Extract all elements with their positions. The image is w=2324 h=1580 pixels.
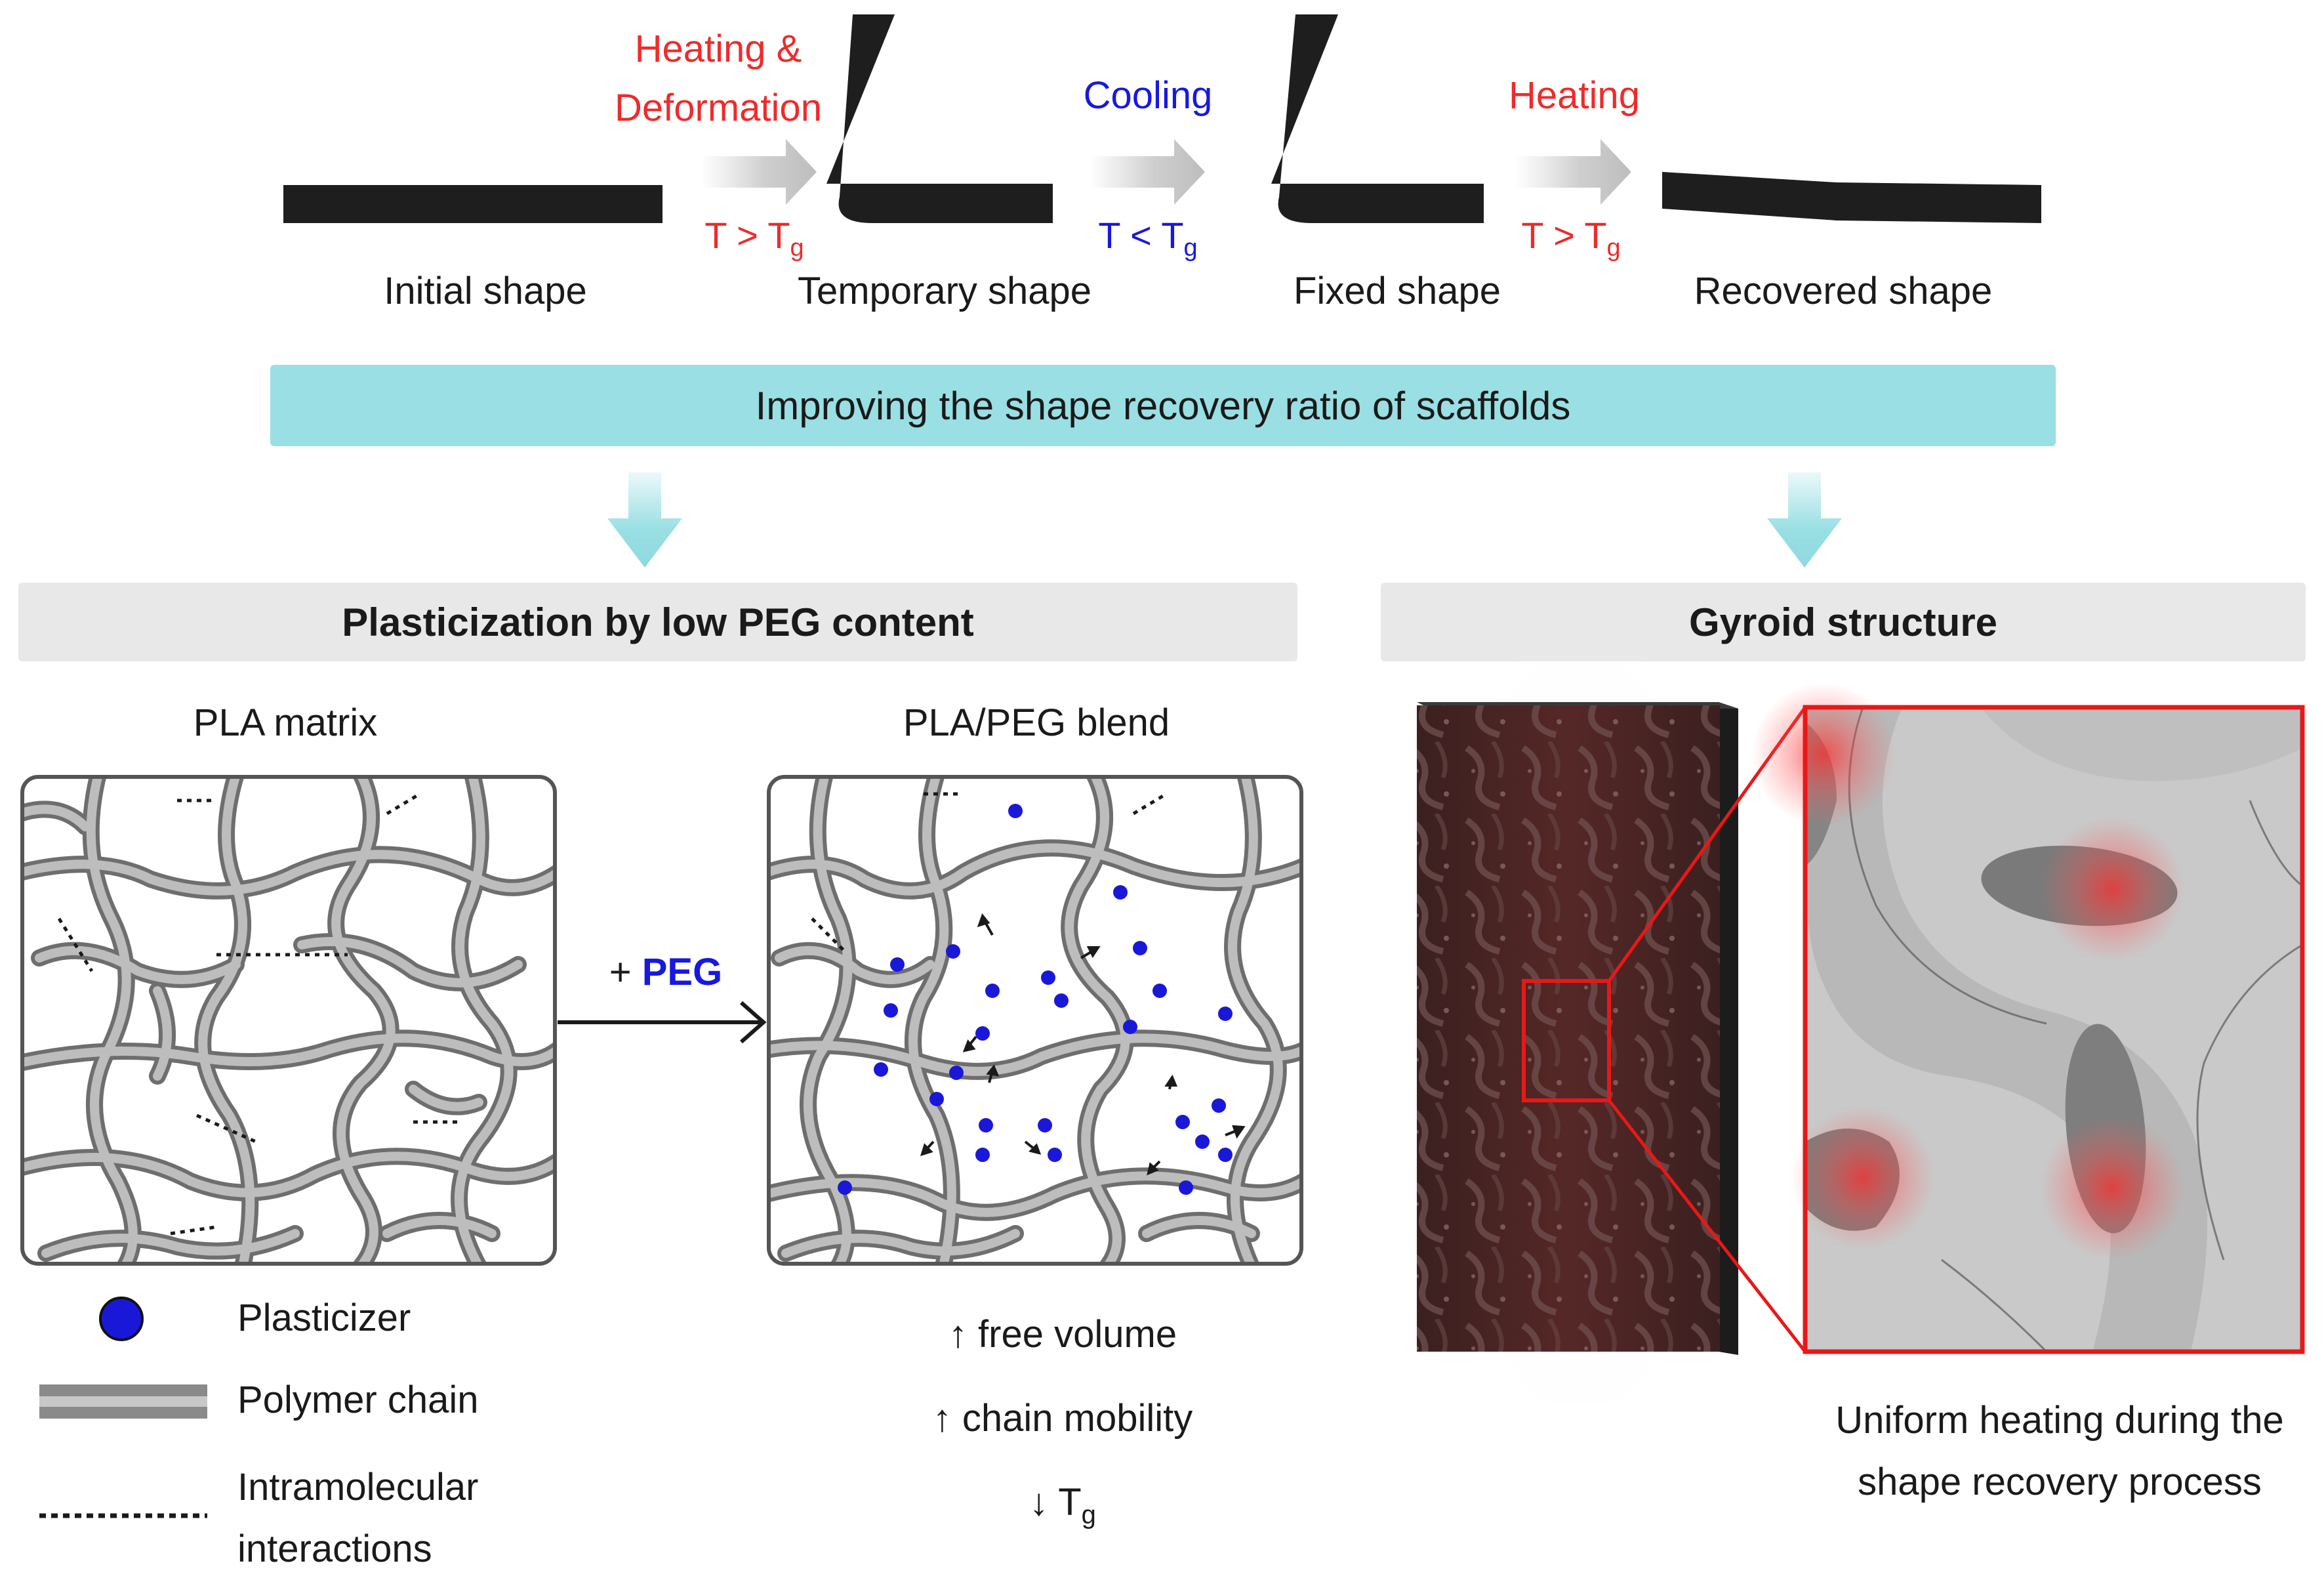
polymer-chain-icon bbox=[39, 1384, 207, 1419]
goal-banner: Improving the shape recovery ratio of sc… bbox=[270, 365, 2056, 446]
section-bar-gyroid: Gyroid structure bbox=[1381, 583, 2306, 661]
process-arrow-2 bbox=[1089, 139, 1205, 205]
add-peg-label: + PEG bbox=[609, 951, 723, 993]
fixed-shape-l bbox=[1271, 14, 1484, 223]
legend-plasticizer: Plasticizer bbox=[237, 1297, 411, 1339]
branch-arrows bbox=[607, 472, 1842, 568]
shape-process-graphic bbox=[283, 14, 2041, 223]
down-arrow-left bbox=[607, 472, 682, 568]
effect-free-volume: ↑ free volume bbox=[948, 1313, 1177, 1356]
micrograph-magnified bbox=[1751, 682, 2305, 1354]
initial-shape-bar bbox=[283, 185, 663, 223]
heating-deformation-label: Heating & Deformation bbox=[615, 28, 822, 129]
effect-chain-mobility: ↑ chain mobility bbox=[932, 1397, 1193, 1440]
heating-label: Heating bbox=[1509, 74, 1640, 117]
effect-tg: ↓ Tg bbox=[1029, 1481, 1096, 1529]
process-arrow-1 bbox=[701, 139, 817, 205]
add-peg-arrow bbox=[558, 1001, 767, 1044]
pla-peg-blend-panel bbox=[767, 775, 1303, 1266]
pla-peg-blend-title: PLA/PEG blend bbox=[903, 701, 1170, 744]
cooling-label: Cooling bbox=[1083, 74, 1213, 117]
section-title-plasticization: Plasticization by low PEG content bbox=[342, 600, 974, 644]
pla-matrix-panel bbox=[20, 775, 557, 1266]
condition-1: T > Tg bbox=[704, 215, 804, 262]
shape-name-temporary: Temporary shape bbox=[797, 270, 1092, 312]
legend-polymer-chain: Polymer chain bbox=[237, 1379, 479, 1421]
goal-banner-text: Improving the shape recovery ratio of sc… bbox=[755, 383, 1571, 428]
recovered-shape-bar bbox=[1662, 172, 2041, 223]
dotted-line-icon bbox=[39, 1513, 207, 1518]
gyroid-scaffold-graphic bbox=[1417, 656, 2305, 1404]
peg-highlight: PEG bbox=[642, 951, 723, 993]
zoom-region-box bbox=[1522, 979, 1611, 1102]
condition-2: T < Tg bbox=[1098, 215, 1198, 262]
legend-intramolecular: Intramolecular interactions bbox=[237, 1466, 479, 1570]
down-arrow-right bbox=[1767, 472, 1842, 568]
section-title-gyroid: Gyroid structure bbox=[1688, 600, 1998, 644]
gyroid-caption: Uniform heating during the shape recover… bbox=[1835, 1399, 2284, 1503]
shape-name-initial: Initial shape bbox=[384, 270, 587, 312]
shape-name-recovered: Recovered shape bbox=[1694, 270, 1993, 312]
section-bar-plasticization: Plasticization by low PEG content bbox=[18, 583, 1297, 661]
plasticizer-dot-icon bbox=[99, 1297, 144, 1341]
temporary-shape-l bbox=[826, 14, 1053, 223]
pla-matrix-title: PLA matrix bbox=[193, 701, 378, 744]
condition-3: T > Tg bbox=[1521, 215, 1621, 262]
plasticizer-dots bbox=[838, 804, 1233, 1195]
process-arrow-3 bbox=[1515, 139, 1631, 205]
shape-name-fixed: Fixed shape bbox=[1294, 270, 1501, 312]
